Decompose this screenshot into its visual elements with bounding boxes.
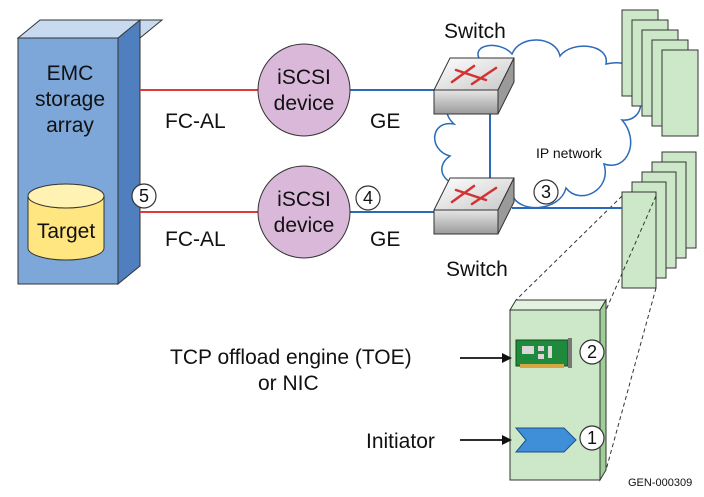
zoom-lines <box>515 195 657 471</box>
switch-label-top: Switch <box>444 20 506 43</box>
callout-5: 5 <box>131 183 157 209</box>
ge-label-top: GE <box>370 110 400 133</box>
arrow-to-initiator <box>460 435 512 445</box>
switch-bottom <box>433 177 515 235</box>
callout-3: 3 <box>533 179 559 205</box>
array-label-line3: array <box>46 114 94 137</box>
iscsi-device-top: iSCSI device <box>257 43 351 137</box>
iscsi-bottom-line1: iSCSI <box>277 188 331 211</box>
server-stack-top <box>621 9 699 137</box>
array-label-line2: storage <box>35 88 105 111</box>
fc-al-label-bottom: FC-AL <box>165 228 226 251</box>
iscsi-bottom-line2: device <box>274 214 335 237</box>
svg-text:4: 4 <box>363 188 373 208</box>
toe-label-line2: or NIC <box>258 372 319 395</box>
nic-card-icon <box>515 338 572 368</box>
callout-2: 2 <box>579 339 605 365</box>
switch-label-bottom: Switch <box>446 258 508 281</box>
figure-id: GEN-000309 <box>628 477 692 489</box>
target-label: Target <box>37 220 96 243</box>
initiator-label: Initiator <box>366 430 435 453</box>
fc-al-label-top: FC-AL <box>165 110 226 133</box>
ge-label-bottom: GE <box>370 228 400 251</box>
initiator-icon <box>514 427 577 453</box>
target-cylinder: Target <box>27 183 105 261</box>
switch-arrows-icon <box>450 64 498 86</box>
iscsi-top-line2: device <box>274 92 335 115</box>
iscsi-top-line1: iSCSI <box>277 66 331 89</box>
svg-text:3: 3 <box>541 182 551 202</box>
fc-al-links <box>140 89 258 213</box>
svg-text:5: 5 <box>139 186 149 206</box>
callout-1: 1 <box>579 425 605 451</box>
svg-text:1: 1 <box>587 428 597 448</box>
server-stack-bottom <box>621 151 697 289</box>
switch-top <box>433 57 515 115</box>
array-label-line1: EMC <box>47 62 94 85</box>
arrow-to-nic <box>460 353 512 363</box>
switch-arrows-icon <box>450 184 498 206</box>
ip-network-label: IP network <box>536 145 603 161</box>
toe-label-line1: TCP offload engine (TOE) <box>170 346 412 369</box>
callout-4: 4 <box>355 185 381 211</box>
iscsi-device-bottom: iSCSI device <box>257 165 351 259</box>
host-server-detail <box>509 298 607 482</box>
svg-text:2: 2 <box>587 342 597 362</box>
ge-links <box>350 89 622 213</box>
